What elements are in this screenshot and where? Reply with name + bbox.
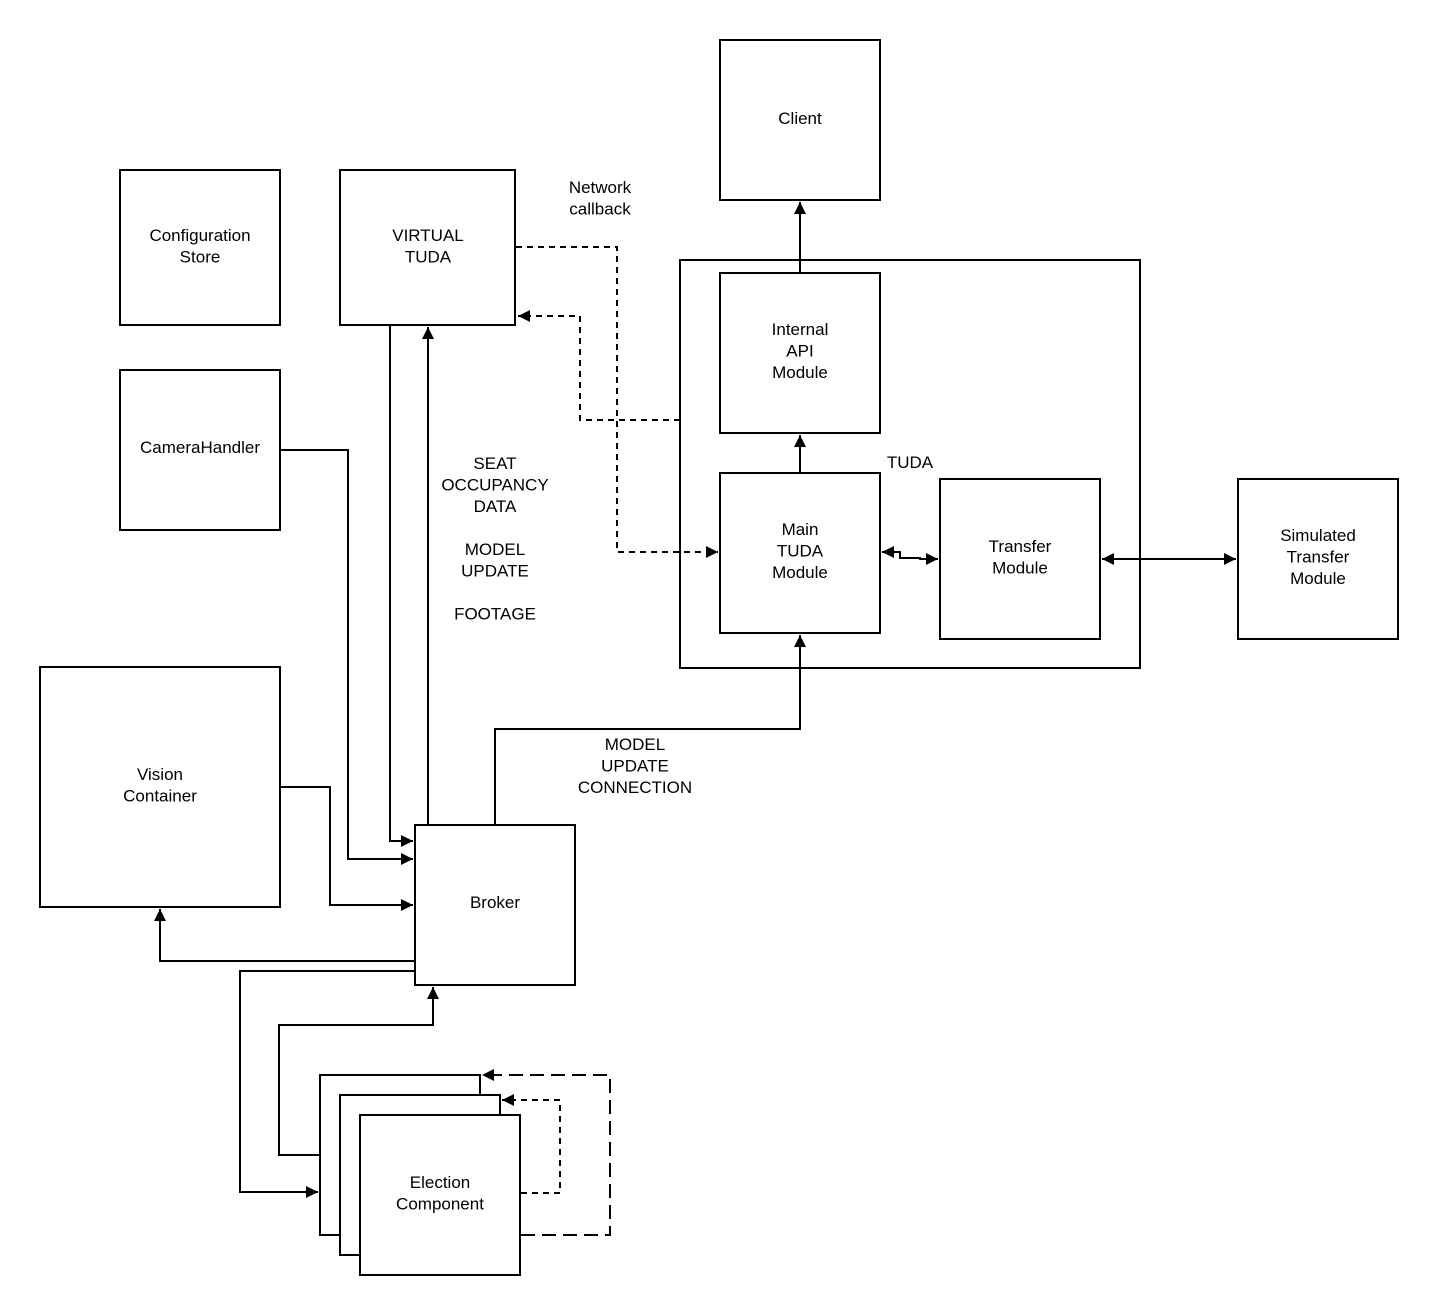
- model-update-connection-label-line: CONNECTION: [578, 778, 692, 797]
- client-box: [719, 39, 881, 201]
- model-update-connection-label-line: MODEL: [605, 735, 665, 754]
- configuration-store-label-line: Configuration: [149, 226, 250, 245]
- simulated-transfer-module-box: [1237, 478, 1399, 640]
- transfer-module-label-line: Transfer: [989, 537, 1052, 556]
- arrow-broker-to-main-tuda: [494, 635, 806, 824]
- network-callback-label-line: callback: [569, 200, 631, 219]
- arrow-camera-handler-to-broker: [281, 449, 413, 865]
- arrow-virtual-tuda-to-main-tuda: [516, 246, 718, 558]
- main-tuda-module-label-line: Main: [782, 520, 819, 539]
- virtual-tuda-label-line: VIRTUAL: [392, 226, 464, 245]
- internal-api-module-label-line: Internal: [772, 320, 829, 339]
- arrow-main-tuda-transfer: [882, 546, 938, 565]
- broker-label-line: Broker: [470, 893, 520, 912]
- camera-handler-box: [119, 369, 281, 531]
- connectors: [154, 202, 1236, 1198]
- broker-virtual-tuda-label-line: [493, 583, 498, 602]
- internal-api-module-label-line: API: [786, 342, 813, 361]
- arrow-broker-to-vision-container: [154, 909, 414, 962]
- election-component-label-line: Election: [410, 1173, 470, 1192]
- broker-virtual-tuda-label-line: DATA: [474, 497, 517, 516]
- network-callback-label: Network callback: [569, 178, 632, 219]
- camera-handler-label: CameraHandler: [140, 438, 260, 457]
- broker-virtual-tuda-label-line: MODEL: [465, 540, 525, 559]
- transfer-module-label-line: Module: [992, 559, 1048, 578]
- network-callback-label-line: Network: [569, 178, 632, 197]
- vision-container-box: [39, 666, 281, 908]
- main-tuda-module-label-line: Module: [772, 563, 828, 582]
- arrow-election-self-loop-outer: [482, 1069, 611, 1236]
- transfer-module-box: [939, 478, 1101, 640]
- broker-virtual-tuda-label-line: [493, 519, 498, 538]
- arrow-vision-container-to-broker: [281, 786, 413, 911]
- election-component-box-front: [359, 1114, 521, 1276]
- client-label: Client: [778, 109, 822, 128]
- vision-container-label-line: Container: [123, 787, 197, 806]
- election-component-label-line: Component: [396, 1195, 484, 1214]
- arrow-election-to-broker: [278, 987, 439, 1156]
- internal-api-module-box: [719, 272, 881, 434]
- arrow-virtual-tuda-to-broker: [389, 324, 413, 847]
- model-update-connection-label: MODEL UPDATE CONNECTION: [578, 735, 692, 797]
- virtual-tuda-label-line: TUDA: [405, 248, 452, 267]
- client-label-line: Client: [778, 109, 822, 128]
- arrow-broker-to-election: [239, 970, 414, 1198]
- simulated-transfer-module-label-line: Simulated: [1280, 526, 1356, 545]
- broker-box: [414, 824, 576, 986]
- vision-container-label-line: Vision: [137, 765, 183, 784]
- virtual-tuda-box: [339, 169, 516, 326]
- configuration-store-label-line: Store: [180, 248, 221, 267]
- tuda-container-label: TUDA: [887, 453, 934, 472]
- simulated-transfer-module-label-line: Module: [1290, 569, 1346, 588]
- broker-virtual-tuda-label-line: OCCUPANCY: [441, 476, 548, 495]
- broker-virtual-tuda-label-line: FOOTAGE: [454, 605, 536, 624]
- broker-label: Broker: [470, 893, 520, 912]
- model-update-connection-label-line: UPDATE: [601, 757, 669, 776]
- internal-api-module-label-line: Module: [772, 363, 828, 382]
- tuda-container: [679, 259, 1141, 669]
- tuda-container-label-line: TUDA: [887, 453, 934, 472]
- configuration-store-box: [119, 169, 281, 326]
- main-tuda-module-box: [719, 472, 881, 634]
- virtual-tuda-label: VIRTUAL TUDA: [392, 226, 464, 267]
- arrow-network-callback: [518, 310, 680, 421]
- camera-handler-label-line: CameraHandler: [140, 438, 260, 457]
- simulated-transfer-module-label-line: Transfer: [1287, 548, 1350, 567]
- broker-virtual-tuda-label: SEAT OCCUPANCY DATA MODEL UPDATE FOOTAGE: [441, 454, 548, 624]
- broker-virtual-tuda-label-line: SEAT: [473, 454, 516, 473]
- main-tuda-module-label-line: TUDA: [777, 542, 824, 561]
- broker-virtual-tuda-label-line: UPDATE: [461, 562, 529, 581]
